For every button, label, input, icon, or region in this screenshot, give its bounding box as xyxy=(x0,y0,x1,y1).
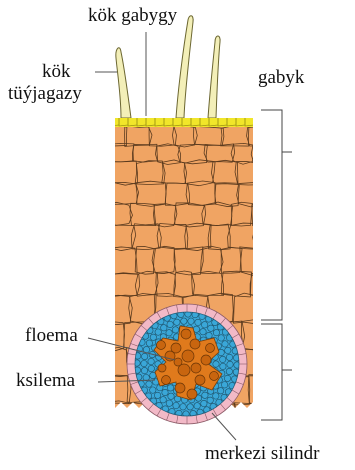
xylem-vessel xyxy=(175,383,185,393)
xylem-vessel xyxy=(195,375,205,385)
phloem-label: floema xyxy=(25,326,78,345)
cortex-cell xyxy=(253,223,284,249)
central-cylinder-bracket xyxy=(261,324,282,420)
central-cylinder-leader xyxy=(212,413,236,440)
central-cylinder-stele xyxy=(127,304,247,424)
cortex-cell xyxy=(252,402,275,433)
cortex-cell xyxy=(106,401,135,433)
brackets xyxy=(261,110,292,420)
root-hairs xyxy=(116,16,220,118)
cortex-cell xyxy=(234,403,256,435)
cortex-cell xyxy=(250,271,281,297)
root-hair-title-label: kök gabygy xyxy=(88,6,177,25)
xylem-vessel xyxy=(206,344,215,353)
xylem-vessel xyxy=(174,358,182,366)
bark-bracket xyxy=(261,110,282,320)
xylem-label: ksilema xyxy=(16,371,75,390)
xylem-vessel xyxy=(181,329,191,339)
central-cylinder-label: merkezi silindr xyxy=(205,444,320,463)
xylem-vessel xyxy=(182,350,194,362)
cortex-cell xyxy=(251,143,275,163)
xylem-vessel xyxy=(171,343,181,353)
root-hair-label-line2: tüýjagazy xyxy=(8,84,82,103)
cortex-cell xyxy=(252,204,276,226)
bark-label: gabyk xyxy=(258,68,304,87)
xylem-vessel xyxy=(201,355,211,365)
xylem-vessel xyxy=(157,341,166,350)
xylem-vessel xyxy=(210,372,219,381)
xylem-vessel xyxy=(162,376,171,385)
root-hair-label-line1: kök xyxy=(42,62,71,81)
xylem-vessel xyxy=(187,389,197,399)
xylem-vessel xyxy=(191,363,201,373)
xylem-vessel xyxy=(158,364,166,372)
xylem-vessel xyxy=(190,339,200,349)
epidermis-band xyxy=(110,112,260,127)
epidermis-cell xyxy=(254,111,263,126)
